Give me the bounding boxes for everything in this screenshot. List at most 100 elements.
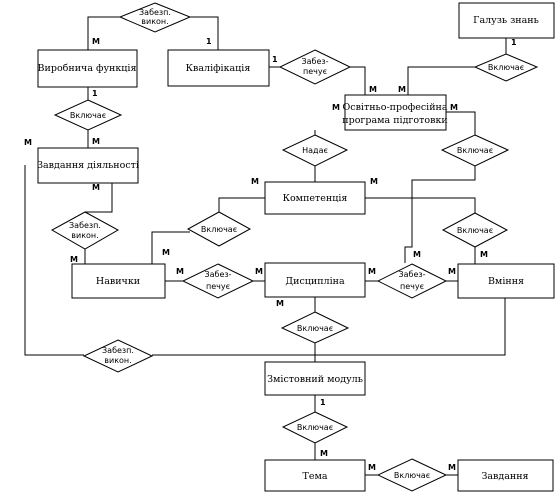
relationship-label: Включає: [488, 63, 524, 72]
cardinality-label: М: [92, 137, 100, 146]
relationship-vkliuchaie-opp-vm: Включає: [440, 134, 510, 167]
relationship-nadaie: Надає: [281, 134, 349, 167]
relationship-vkliuchaie-tema-zavdannia: Включає: [376, 458, 448, 492]
relationship-label: Включає: [394, 471, 430, 480]
relationship-label: печує: [400, 282, 424, 291]
cardinality-labels: М 1 1 М 1 М 1 М М М М М М М М М М М М М …: [24, 37, 517, 472]
cardinality-label: 1: [320, 398, 326, 407]
cardinality-label: М: [255, 267, 263, 276]
relationship-vkliuchaie-komp-vm: Включає: [441, 212, 509, 248]
entity-tema: Тема: [264, 459, 366, 492]
line-zd-zabezp-zm: [24, 165, 84, 356]
entity-osvitnio-profesiina-prohrama: Освітньо-професійна програма підготовки: [342, 94, 448, 131]
cardinality-label: М: [176, 267, 184, 276]
cardinality-label: М: [368, 267, 376, 276]
relationship-vkliuchaie-dys-zm: Включає: [280, 311, 350, 344]
relationship-vkliuchaie-vf: Включає: [53, 99, 123, 131]
entity-label: Дисципліна: [285, 276, 345, 287]
relationship-label: Включає: [457, 146, 493, 155]
relationship-zabezp-vykon-top: Забезп. викон.: [118, 2, 192, 33]
relationship-zabezpechuie-dys-vm: Забез- печує: [376, 263, 448, 299]
entity-label: Виробнича функція: [38, 63, 137, 74]
entity-dystsyplina: Дисципліна: [264, 262, 366, 298]
cardinality-label: М: [369, 85, 377, 94]
cardinality-label: М: [92, 37, 100, 46]
cardinality-label: М: [480, 250, 488, 259]
entity-vyrobnycha-funktsiia: Виробнича функція: [37, 49, 138, 88]
entity-haluz-znan: Галузь знань: [458, 2, 555, 39]
entity-label: Компетенція: [283, 193, 348, 204]
cardinality-label: 1: [511, 38, 517, 47]
cardinality-label: М: [251, 177, 259, 186]
entity-kvalifikatsiia: Кваліфікація: [167, 49, 270, 87]
cardinality-label: М: [24, 138, 32, 147]
relationship-zabezp-vykon-nav: Забезп. викон.: [50, 211, 120, 250]
relationship-vkliuchaie-haluz: Включає: [473, 53, 539, 82]
line-zabezpechuie-opp: [350, 66, 366, 95]
entity-label: Навички: [96, 276, 140, 287]
relationship-label: Включає: [201, 225, 237, 234]
relationship-label: викон.: [104, 356, 131, 365]
entity-label: Тема: [302, 471, 327, 482]
cardinality-label: 1: [92, 89, 98, 98]
cardinality-label: М: [92, 183, 100, 192]
relationship-label: Забез-: [301, 57, 328, 66]
relationship-zabezp-vykon-zm: Забезп. викон.: [82, 339, 154, 373]
relationship-vkliuchaie-zm-tema: Включає: [281, 411, 349, 444]
entity-navychky: Навички: [71, 263, 166, 299]
entity-vminnia: Вміння: [457, 263, 555, 299]
line-vkliuchaie-opp: [407, 66, 475, 95]
cardinality-label: М: [276, 299, 284, 308]
line-vkliuchaie-dys: [404, 166, 476, 263]
entity-label: Освітньо-професійна: [342, 102, 447, 113]
relationship-zabezpechuie-nav-dys: Забез- печує: [181, 263, 255, 299]
cardinality-label: М: [162, 248, 170, 257]
cardinality-label: М: [413, 250, 421, 259]
line-opp-vkliuchaie-vm: [446, 111, 476, 135]
line-komp-vkliuchaie-vm: [365, 197, 476, 213]
entity-zavdannia-diialnosti: Завдання діяльності: [37, 147, 139, 184]
entity-label: Змістовний модуль: [267, 374, 363, 385]
relationship-label: Забезп.: [69, 221, 101, 230]
relationship-label: викон.: [141, 17, 168, 26]
entity-zavdannia: Завдання: [457, 459, 554, 492]
entity-label: Галузь знань: [473, 15, 539, 26]
line-vkliuchaie-nav: [151, 231, 190, 264]
relationship-label: Забезп.: [102, 346, 134, 355]
cardinality-label: М: [370, 177, 378, 186]
cardinality-label: М: [448, 463, 456, 472]
cardinality-label: 1: [272, 55, 278, 64]
relationship-label: викон.: [71, 231, 98, 240]
line-vf-zabezp-top: [87, 16, 120, 50]
entity-label: Вміння: [488, 276, 524, 287]
line-komp-vkliuchaie-nav: [218, 197, 265, 212]
relationship-vkliuchaie-komp-nav: Включає: [186, 211, 252, 247]
relationship-zabezpechuie-kval-opp: Забез- печує: [278, 49, 352, 85]
relationship-label: Надає: [302, 146, 328, 155]
entity-label: Завдання діяльності: [37, 160, 139, 171]
relationship-label: Забезп.: [139, 8, 171, 17]
connectors: [24, 16, 507, 476]
relationship-label: Забез-: [204, 270, 231, 279]
cardinality-label: М: [450, 103, 458, 112]
relationship-label: Включає: [70, 111, 106, 120]
line-zd-zabezp-nav: [85, 183, 113, 213]
entity-label: програма підготовки: [342, 115, 447, 126]
line-zabezp-zm-vm: [152, 298, 506, 356]
cardinality-label: М: [368, 463, 376, 472]
entity-zmistovnyi-modul: Змістовний модуль: [264, 361, 366, 396]
entity-label: Завдання: [481, 471, 528, 482]
entity-label: Кваліфікація: [186, 63, 251, 74]
cardinality-label: М: [70, 255, 78, 264]
relationship-label: Забез-: [398, 270, 425, 279]
cardinality-label: М: [448, 267, 456, 276]
relationship-label: печує: [206, 282, 230, 291]
relationship-label: печує: [303, 67, 327, 76]
entity-kompetentsiia: Компетенція: [264, 181, 366, 215]
cardinality-label: 1: [206, 37, 212, 46]
cardinality-label: М: [320, 449, 328, 458]
relationship-label: Включає: [297, 324, 333, 333]
cardinality-label: М: [398, 85, 406, 94]
cardinality-label: М: [332, 103, 340, 112]
